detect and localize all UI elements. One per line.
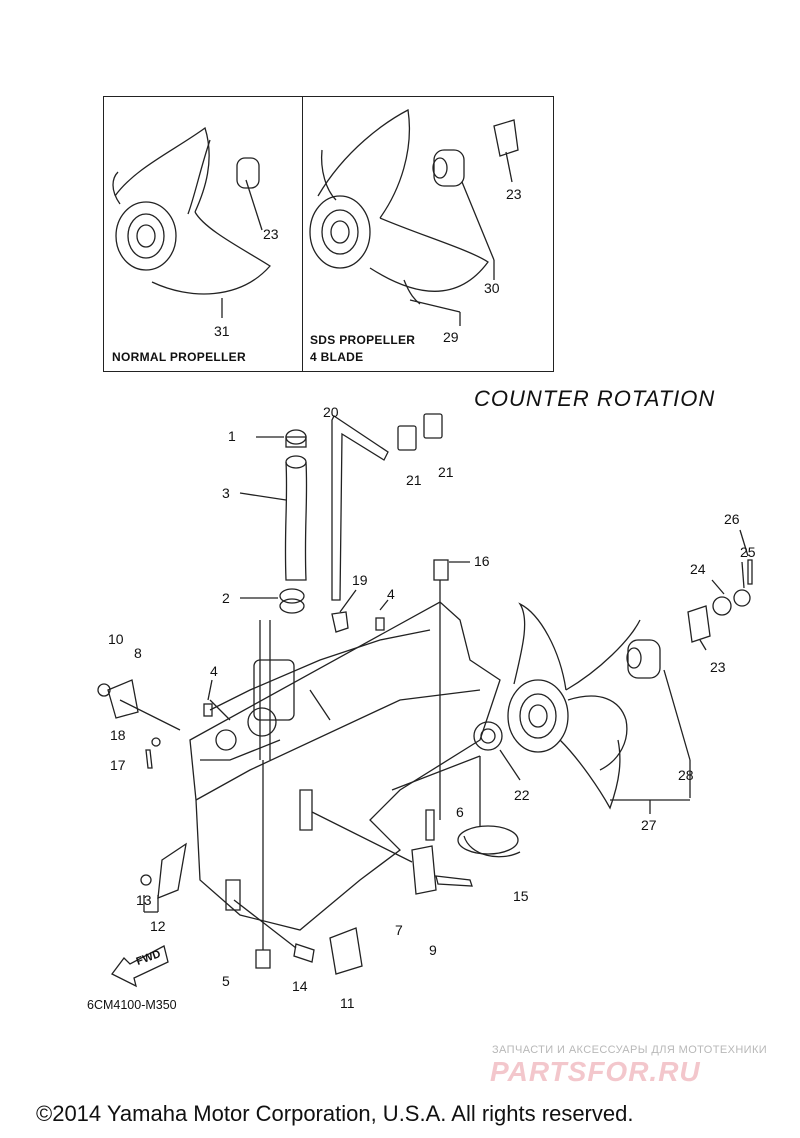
callout-29-inset: 29	[443, 329, 459, 345]
callout-19: 19	[352, 572, 368, 588]
callout-12: 12	[150, 918, 166, 934]
hardware-parts	[97, 559, 521, 975]
callout-3: 3	[222, 485, 230, 501]
callout-23-main: 23	[710, 659, 726, 675]
callout-23-inset-right: 23	[506, 186, 522, 202]
sds-propeller-caption-line1: SDS PROPELLER	[310, 333, 416, 347]
callout-17: 17	[110, 757, 126, 773]
watermark-brand: PARTSFOR.RU	[490, 1056, 701, 1087]
callout-21b: 21	[438, 464, 454, 480]
callout-11: 11	[340, 995, 355, 1011]
lower-unit-housing	[189, 601, 501, 931]
callout-28: 28	[678, 767, 694, 783]
sds-propeller-caption-line2: 4 BLADE	[310, 350, 364, 364]
sds-propeller-drawing	[309, 109, 519, 326]
callout-18: 18	[110, 727, 126, 743]
normal-propeller-caption: NORMAL PROPELLER	[112, 350, 246, 364]
callout-26: 26	[724, 511, 740, 527]
callout-16: 16	[474, 553, 490, 569]
callout-14: 14	[292, 978, 308, 994]
callout-20: 20	[323, 404, 339, 420]
callout-22: 22	[514, 787, 530, 803]
callout-4a: 4	[387, 586, 395, 602]
fwd-arrow-shape	[111, 945, 169, 988]
callout-4b: 4	[210, 663, 218, 679]
copyright-notice: ©2014 Yamaha Motor Corporation, U.S.A. A…	[36, 1101, 634, 1126]
callout-7: 7	[395, 922, 403, 938]
callout-1: 1	[228, 428, 236, 444]
callout-24: 24	[690, 561, 706, 577]
callout-15: 15	[513, 888, 529, 904]
main-propeller-drawing	[507, 529, 753, 814]
callout-8: 8	[134, 645, 142, 661]
watermark-tagline: ЗАПЧАСТИ И АКСЕССУАРЫ ДЛЯ МОТОТЕХНИКИ	[492, 1044, 768, 1056]
callout-10: 10	[108, 631, 124, 647]
callout-27: 27	[641, 817, 657, 833]
rotation-label: COUNTER ROTATION	[474, 386, 716, 411]
callout-21a: 21	[406, 472, 422, 488]
callout-9: 9	[429, 942, 437, 958]
callout-30-inset: 30	[484, 280, 500, 296]
callout-13: 13	[136, 892, 152, 908]
callout-31-inset: 31	[214, 323, 230, 339]
callout-23-inset-left: 23	[263, 226, 279, 242]
water-tube-assembly	[239, 413, 443, 614]
diagram-code: 6CM4100-M350	[87, 998, 177, 1012]
normal-propeller-drawing	[112, 126, 271, 318]
callout-6: 6	[456, 804, 464, 820]
callout-5: 5	[222, 973, 230, 989]
callout-25: 25	[740, 544, 756, 560]
callout-2: 2	[222, 590, 230, 606]
inset-sds-propeller	[302, 96, 554, 372]
